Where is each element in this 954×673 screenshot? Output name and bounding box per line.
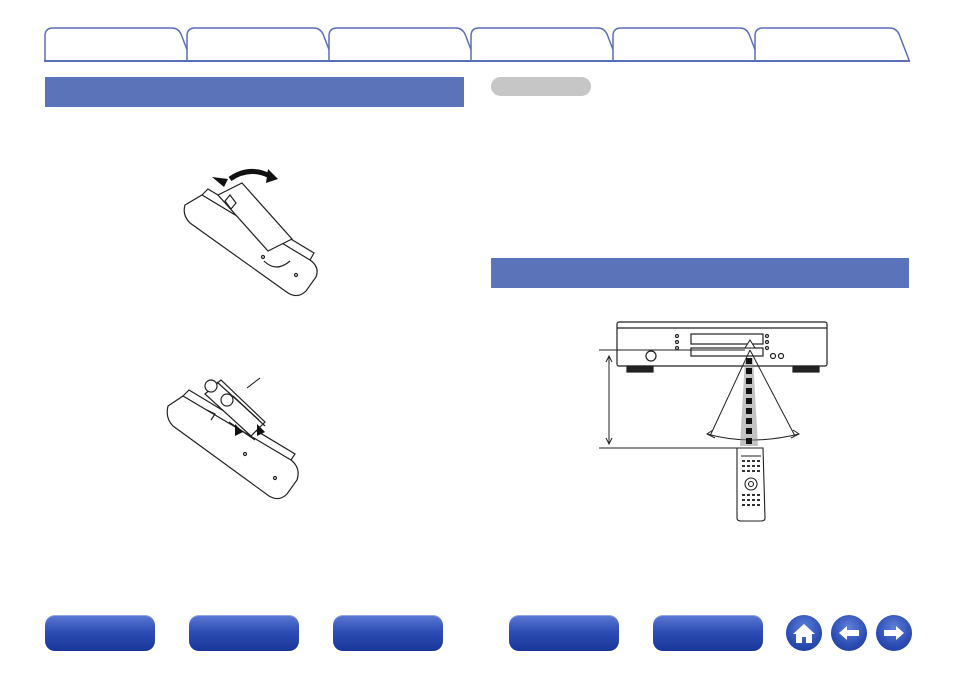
nav-button-5[interactable] <box>653 615 763 651</box>
arrow-left-icon <box>839 626 859 640</box>
tab-2[interactable] <box>186 26 334 60</box>
home-button[interactable] <box>786 615 822 651</box>
tab-5[interactable] <box>612 26 760 60</box>
forward-button[interactable] <box>876 615 912 651</box>
nav-button-1[interactable] <box>45 615 155 651</box>
nav-button-3[interactable] <box>333 615 443 651</box>
tab-underline <box>44 60 910 62</box>
remote-cover-open-illustration <box>183 169 318 297</box>
section-heading-bar-battery <box>45 77 464 107</box>
tab-3[interactable] <box>328 26 476 60</box>
arrow-right-icon <box>884 626 904 640</box>
nav-button-2[interactable] <box>189 615 299 651</box>
nav-button-4[interactable] <box>509 615 619 651</box>
tab-4[interactable] <box>470 26 618 60</box>
section-heading-bar-range <box>491 258 909 288</box>
back-button[interactable] <box>831 615 867 651</box>
note-label-pill <box>491 77 591 96</box>
home-icon <box>793 624 815 643</box>
tab-6[interactable] <box>754 26 910 60</box>
remote-range-illustration <box>599 321 828 522</box>
tab-bar <box>44 26 910 62</box>
remote-battery-insert-illustration <box>166 377 299 500</box>
tab-1[interactable] <box>44 26 192 60</box>
